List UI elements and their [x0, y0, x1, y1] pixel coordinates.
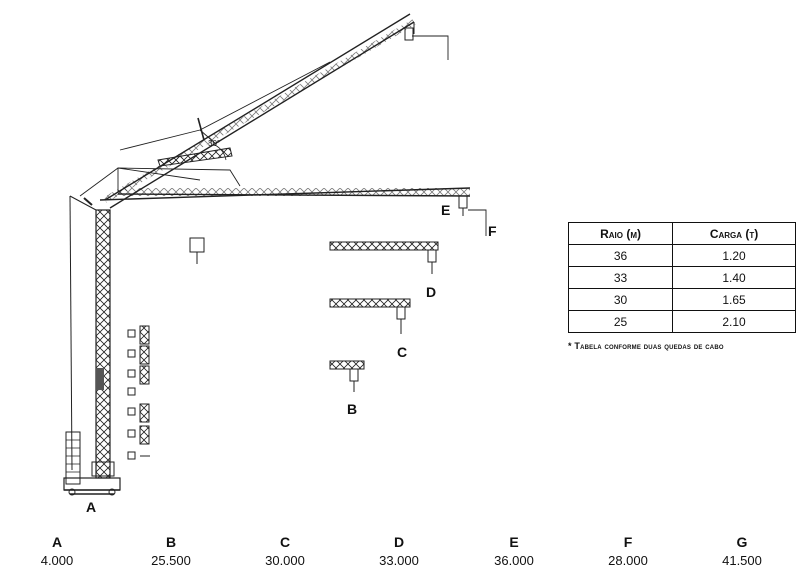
label-f: F: [488, 223, 497, 239]
dimension-f: F 28.000: [588, 534, 668, 568]
header-radius: Raio (m): [567, 222, 674, 245]
header-load: Carga (t): [672, 222, 796, 245]
dimension-key: A: [51, 534, 63, 550]
dimension-key: B: [165, 534, 177, 550]
crane-base: [63, 431, 121, 496]
dimension-key: E: [509, 534, 519, 550]
table-row: 30 1.65: [567, 288, 796, 311]
angle-label: 30°: [208, 139, 221, 148]
jib-section-d: [329, 241, 439, 274]
table-row: 25 2.10: [567, 310, 796, 333]
dimension-value: 36.000: [494, 553, 534, 568]
dimension-e: E 36.000: [474, 534, 554, 568]
dimension-a: A 4.000: [17, 534, 97, 568]
dimension-b: B 25.500: [131, 534, 211, 568]
radius-cell: 25: [567, 310, 674, 333]
dimension-value: 41.500: [722, 553, 762, 568]
load-table: Raio (m) Carga (t) 36 1.20 33 1.40 30 1.…: [567, 222, 796, 333]
table-footnote: * Tabela conforme duas quedas de cabo: [568, 341, 724, 351]
dimension-value: 28.000: [608, 553, 648, 568]
load-cell: 1.40: [672, 266, 796, 289]
label-a: A: [86, 499, 97, 515]
dimension-value: 4.000: [40, 553, 74, 568]
dimension-g: G 41.500: [702, 534, 782, 568]
dimension-c: C 30.000: [245, 534, 325, 568]
dimension-value: 25.500: [151, 553, 191, 568]
jib-section-b: [329, 360, 365, 392]
dimension-d: D 33.000: [359, 534, 439, 568]
label-e: E: [441, 202, 451, 218]
label-d: D: [426, 284, 437, 300]
dimension-value: 30.000: [265, 553, 305, 568]
horizontal-jib: [79, 167, 487, 264]
radius-cell: 36: [567, 244, 674, 267]
dimension-key: C: [279, 534, 291, 550]
radius-cell: 30: [567, 288, 674, 311]
load-cell: 1.20: [672, 244, 796, 267]
radius-cell: 33: [567, 266, 674, 289]
load-table-header: Raio (m) Carga (t): [567, 222, 796, 245]
load-cell: 1.65: [672, 288, 796, 311]
dimension-key: F: [623, 534, 633, 550]
dimension-key: G: [736, 534, 748, 550]
tower-mast: [69, 195, 115, 479]
table-row: 36 1.20: [567, 244, 796, 267]
label-b: B: [347, 401, 358, 417]
dimensions-row: A 4.000 B 25.500 C 30.000 D 33.000 E 36.…: [0, 534, 800, 572]
label-c: C: [397, 344, 408, 360]
table-row: 33 1.40: [567, 266, 796, 289]
load-cell: 2.10: [672, 310, 796, 333]
raised-jib: [103, 13, 449, 209]
dimension-value: 33.000: [379, 553, 419, 568]
jib-section-c: [329, 298, 411, 334]
mast-section-legend: [127, 325, 150, 460]
dimension-key: D: [393, 534, 405, 550]
